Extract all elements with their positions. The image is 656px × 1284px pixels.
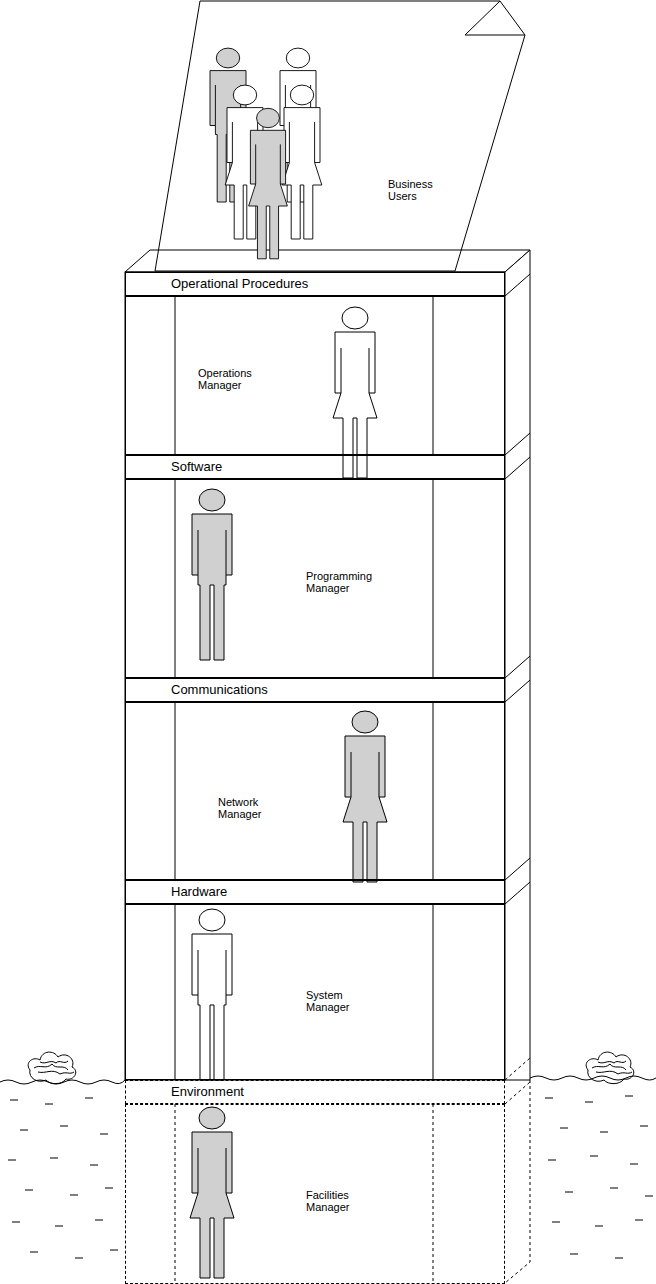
layer-band: Communications	[125, 678, 505, 702]
layer-label: Environment	[171, 1084, 244, 1100]
floor-box: Network Manager	[125, 702, 505, 880]
role-label: System Manager	[306, 989, 366, 1013]
layer-label: Software	[171, 459, 222, 475]
layer-label: Operational Procedures	[171, 276, 308, 292]
layer-band: Hardware	[125, 880, 505, 904]
floor-box: Operations Manager	[125, 296, 505, 455]
role-label: Network Manager	[218, 796, 278, 820]
role-label: Programming Manager	[306, 570, 386, 594]
role-label: Facilities Manager	[306, 1189, 366, 1213]
business-users-group	[210, 48, 322, 259]
role-label: Operations Manager	[198, 367, 270, 391]
layer-band: Environment	[125, 1080, 505, 1104]
layer-band: Operational Procedures	[125, 272, 505, 296]
manager-figures	[190, 307, 387, 1278]
floor-box: Programming Manager	[125, 479, 505, 678]
trapezoid-outline	[155, 0, 530, 272]
role-label: Business Users	[388, 178, 450, 202]
layer-band: Software	[125, 455, 505, 479]
roof-trapezoid: Business Users	[155, 0, 530, 272]
layer-label: Communications	[171, 682, 268, 698]
layer-label: Hardware	[171, 884, 227, 900]
floor-box: Facilities Manager	[125, 1104, 505, 1284]
tower-body	[125, 250, 530, 1283]
floor-box: System Manager	[125, 904, 505, 1080]
